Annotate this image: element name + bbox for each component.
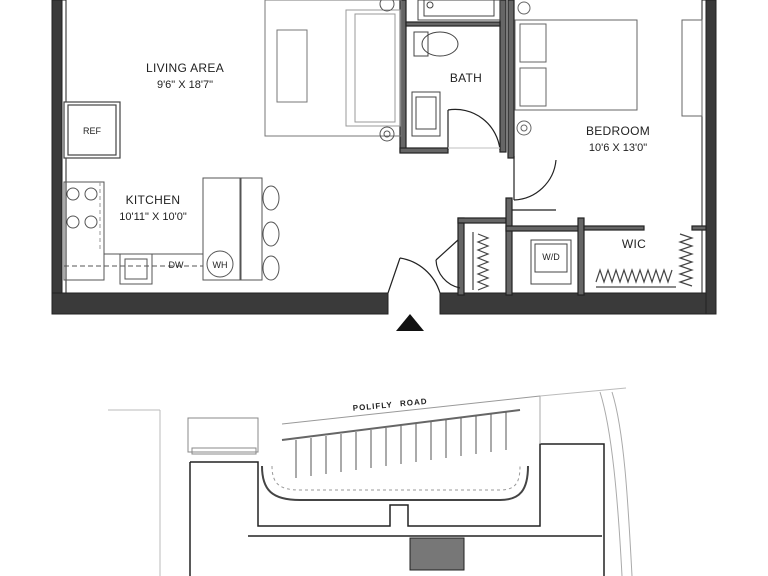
bath-door	[447, 108, 501, 151]
living-area-dimensions: 9'6" X 18'7"	[157, 79, 213, 91]
bedroom-dimensions: 10'6 X 13'0"	[589, 142, 647, 154]
kitchen-counters	[63, 177, 280, 285]
dishwasher-label: DW	[169, 260, 184, 270]
washer-dryer-label: W/D	[542, 252, 560, 262]
parking-stall-lines	[295, 412, 507, 478]
bedroom-label: BEDROOM	[586, 124, 650, 138]
wic-label: WIC	[622, 237, 646, 251]
entry-door	[387, 239, 461, 294]
kitchen-dimensions: 10'11" X 10'0"	[119, 211, 187, 223]
bath-walls	[399, 0, 515, 159]
bedroom-door	[512, 156, 557, 211]
bath-label: BATH	[450, 71, 482, 85]
bath-fixtures	[411, 0, 501, 137]
road-name-word-2: ROAD	[400, 397, 428, 408]
entry-arrow-icon	[396, 314, 424, 331]
living-furniture	[264, 0, 402, 142]
washer-dryer	[530, 239, 572, 285]
closet-hangers	[472, 232, 694, 291]
site-plan	[108, 387, 633, 576]
closet-walls	[457, 197, 707, 296]
water-heater-label: WH	[213, 260, 228, 270]
refrigerator	[63, 101, 121, 159]
unit-floor-plan	[51, 0, 717, 331]
road-name-word-1: POLIFLY	[352, 400, 393, 412]
kitchen-label: KITCHEN	[126, 193, 181, 207]
refrigerator-label: REF	[83, 126, 102, 136]
bed	[514, 1, 703, 136]
living-area-label: LIVING AREA	[146, 61, 224, 75]
